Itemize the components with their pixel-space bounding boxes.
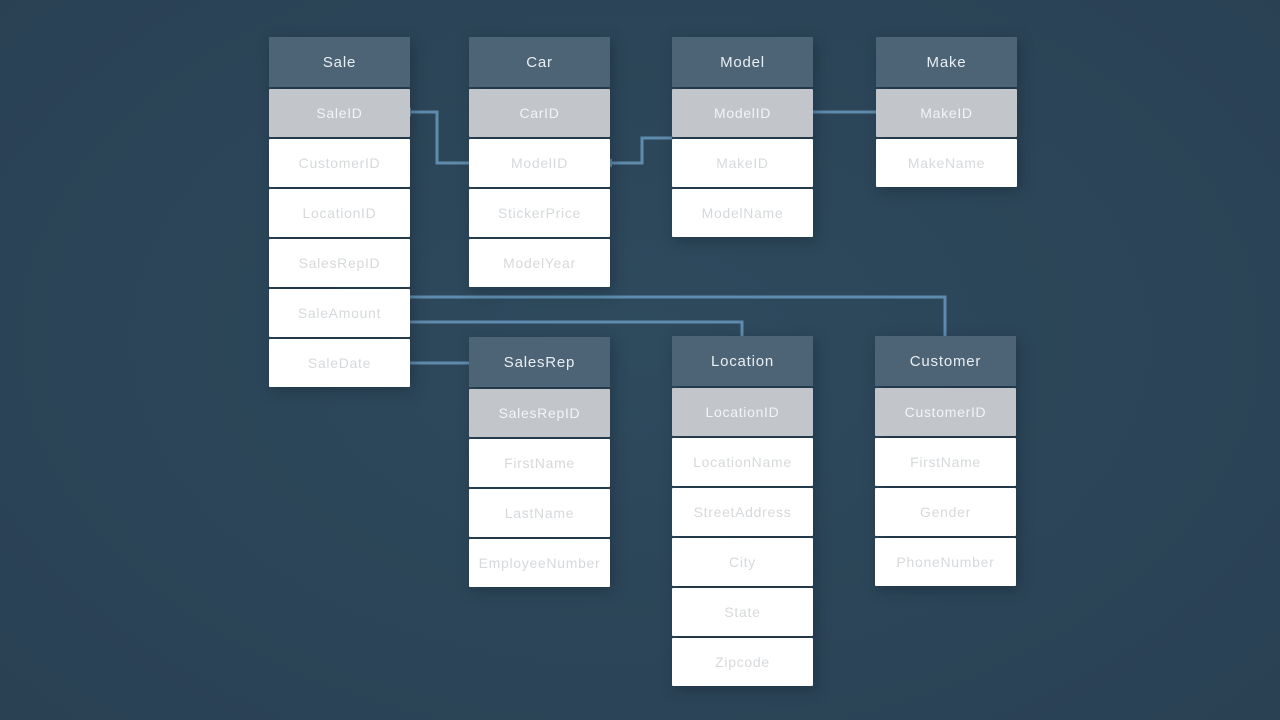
model-field-makeid: MakeID	[672, 139, 813, 187]
car-field-carid: CarID	[469, 89, 610, 137]
connector-carmodelid-to-model	[610, 136, 672, 165]
table-make: Make MakeID MakeName	[876, 37, 1017, 187]
table-sale: Sale SaleID CustomerID LocationID SalesR…	[269, 37, 410, 387]
salesrep-field-lastname: LastName	[469, 489, 610, 537]
make-field-makename: MakeName	[876, 139, 1017, 187]
connector-saleid-to-car	[410, 110, 469, 165]
sale-field-locationid: LocationID	[269, 189, 410, 237]
car-field-stickerprice: StickerPrice	[469, 189, 610, 237]
table-model-title: Model	[672, 37, 813, 87]
table-sale-title: Sale	[269, 37, 410, 87]
customer-field-phonenumber: PhoneNumber	[875, 538, 1016, 586]
sale-field-saleid: SaleID	[269, 89, 410, 137]
table-customer-title: Customer	[875, 336, 1016, 386]
table-make-title: Make	[876, 37, 1017, 87]
location-field-state: State	[672, 588, 813, 636]
table-salesrep-title: SalesRep	[469, 337, 610, 387]
salesrep-field-firstname: FirstName	[469, 439, 610, 487]
car-field-modelid: ModelID	[469, 139, 610, 187]
location-field-zipcode: Zipcode	[672, 638, 813, 686]
table-location-title: Location	[672, 336, 813, 386]
sale-field-saledate: SaleDate	[269, 339, 410, 387]
location-field-locationid: LocationID	[672, 388, 813, 436]
model-field-modelid: ModelID	[672, 89, 813, 137]
customer-field-customerid: CustomerID	[875, 388, 1016, 436]
sale-field-salesrepid: SalesRepID	[269, 239, 410, 287]
table-car-title: Car	[469, 37, 610, 87]
table-customer: Customer CustomerID FirstName Gender Pho…	[875, 336, 1016, 586]
table-salesrep: SalesRep SalesRepID FirstName LastName E…	[469, 337, 610, 587]
customer-field-gender: Gender	[875, 488, 1016, 536]
salesrep-field-employeenumber: EmployeeNumber	[469, 539, 610, 587]
location-field-locationname: LocationName	[672, 438, 813, 486]
salesrep-field-salesrepid: SalesRepID	[469, 389, 610, 437]
location-field-streetaddress: StreetAddress	[672, 488, 813, 536]
customer-field-firstname: FirstName	[875, 438, 1016, 486]
location-field-city: City	[672, 538, 813, 586]
sale-field-customerid: CustomerID	[269, 139, 410, 187]
car-field-modelyear: ModelYear	[469, 239, 610, 287]
model-field-modelname: ModelName	[672, 189, 813, 237]
make-field-makeid: MakeID	[876, 89, 1017, 137]
table-model: Model ModelID MakeID ModelName	[672, 37, 813, 237]
table-car: Car CarID ModelID StickerPrice ModelYear	[469, 37, 610, 287]
table-location: Location LocationID LocationName StreetA…	[672, 336, 813, 686]
sale-field-saleamount: SaleAmount	[269, 289, 410, 337]
connector-sale-to-customer	[410, 295, 947, 336]
connector-sale-to-location	[410, 320, 744, 336]
